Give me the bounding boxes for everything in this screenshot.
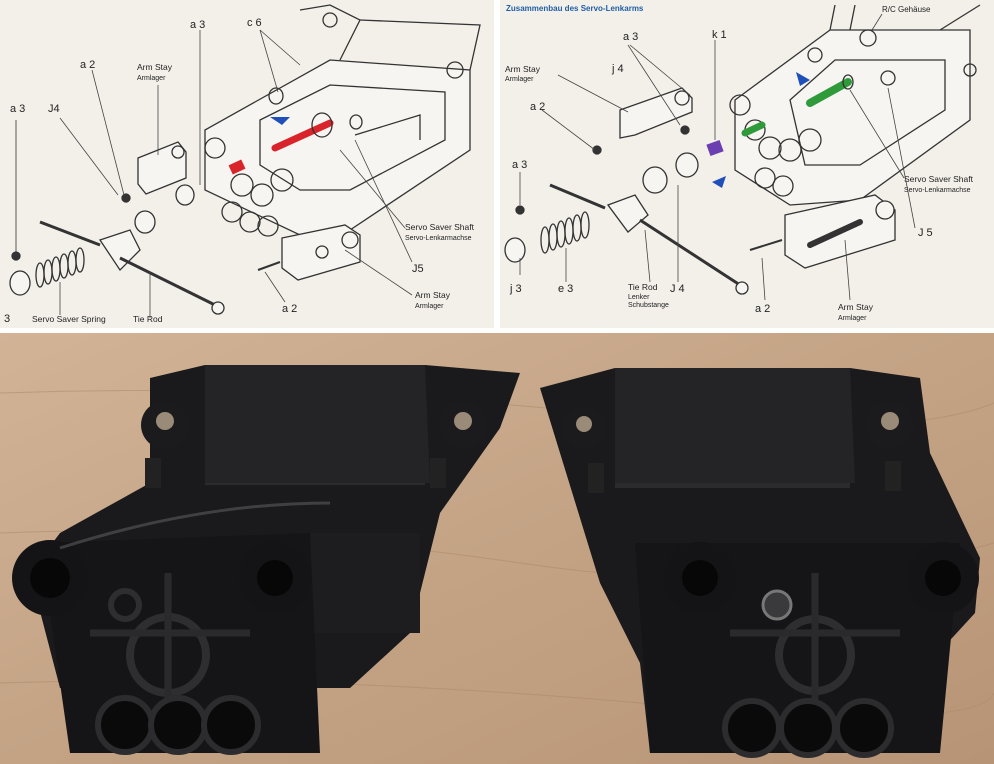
servo-saver-parts-drawing <box>9 120 281 315</box>
arm-stay-top-drawing <box>137 141 187 195</box>
diagram-heading: Zusammenbau des Servo-Lenkarms <box>506 4 644 13</box>
leader-lines <box>519 13 916 301</box>
label-a3-top: a 3 <box>623 31 638 43</box>
servo-saver-parts-drawing <box>504 125 783 295</box>
label-tie-rod: Tie Rod <box>628 282 658 292</box>
label-rc-gehaeuse: R/C Gehäuse <box>882 5 931 14</box>
arm-stay-bottom-drawing <box>281 224 361 281</box>
label-bottom-3: 3 <box>4 313 10 325</box>
left-diagram-drawing: a 3 J4 a 2 Arm Stay Armlager a 3 c 6 Ser… <box>4 4 481 325</box>
arm-stay-top-drawing <box>619 87 693 139</box>
label-servo-saver-shaft: Servo Saver Shaft <box>904 174 974 184</box>
label-armlager: Armlager <box>505 76 534 83</box>
label-j3: j 3 <box>509 283 522 295</box>
label-servo-saver-shaft: Servo Saver Shaft <box>405 222 475 232</box>
arm-stay-bottom-drawing <box>784 194 896 269</box>
label-a2-bottom: a 2 <box>282 303 297 315</box>
label-k1: k 1 <box>712 29 727 41</box>
servo-saver-shaft-green <box>741 74 854 137</box>
label-j4-bottom: J 4 <box>670 283 685 295</box>
label-j4: J4 <box>48 103 60 115</box>
label-a3-left: a 3 <box>512 159 527 171</box>
label-arm-stay: Arm Stay <box>505 64 541 74</box>
right-rc-housing <box>540 368 980 758</box>
leader-lines <box>59 29 413 318</box>
blue-arrow-marker-bottom <box>712 176 726 188</box>
right-diagram-drawing: Zusammenbau des Servo-Lenkarms <box>504 4 981 322</box>
photo-drawing <box>0 333 994 764</box>
label-servo-lenkarmachse: Servo-Lenkarmachse <box>904 187 971 194</box>
label-arm-stay-bottom: Arm Stay <box>415 290 451 300</box>
label-a2-top: a 2 <box>80 59 95 71</box>
label-a2-left: a 2 <box>530 101 545 113</box>
label-a2-bottom: a 2 <box>755 303 770 315</box>
label-j5: J5 <box>412 263 424 275</box>
label-j4-top: j 4 <box>611 63 624 75</box>
rc-housing-drawing <box>204 4 481 237</box>
label-armlager-top: Armlager <box>137 75 166 82</box>
label-a3-top: a 3 <box>190 19 205 31</box>
label-servo-saver-spring: Servo Saver Spring <box>32 314 106 324</box>
left-rc-housing <box>12 365 520 755</box>
label-j5: J 5 <box>918 227 933 239</box>
label-armlager-bottom: Armlager <box>415 303 444 310</box>
spring-drawing <box>540 211 590 254</box>
label-c6: c 6 <box>247 17 262 29</box>
label-schubstange: Schubstange <box>628 302 669 309</box>
label-a3-left: a 3 <box>10 103 25 115</box>
servo-saver-shaft-red <box>228 87 363 175</box>
left-assembly-diagram: a 3 J4 a 2 Arm Stay Armlager a 3 c 6 Ser… <box>0 0 494 328</box>
purple-spacer <box>706 139 724 157</box>
label-servo-lenkarmachse: Servo-Lenkarmachse <box>405 235 472 242</box>
label-tie-rod: Tie Rod <box>133 314 163 324</box>
label-lenker: Lenker <box>628 294 650 301</box>
photo-two-rc-housings <box>0 333 994 764</box>
label-arm-stay-bottom: Arm Stay <box>838 302 874 312</box>
label-arm-stay-top: Arm Stay <box>137 62 173 72</box>
blue-arrow-marker-top <box>796 72 810 86</box>
right-assembly-diagram: Zusammenbau des Servo-Lenkarms <box>500 0 994 328</box>
rc-housing-drawing <box>729 4 981 206</box>
label-armlager-bottom: Armlager <box>838 315 867 322</box>
label-e3: e 3 <box>558 283 573 295</box>
servo-saver-spring-drawing <box>35 247 85 288</box>
blue-arrow-marker <box>270 117 290 125</box>
